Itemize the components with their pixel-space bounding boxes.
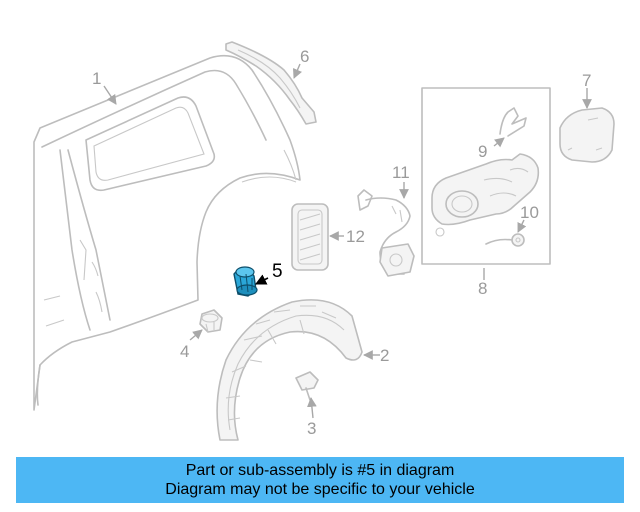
- fuel-filler-housing-part: [421, 87, 551, 265]
- push-clip-part: [199, 309, 223, 333]
- leader-lines: [103, 63, 592, 419]
- callout-10: 10: [520, 203, 539, 222]
- tether-strap-part: [485, 233, 525, 247]
- callout-4: 4: [180, 342, 189, 361]
- banner-line-1: Part or sub-assembly is #5 in diagram: [185, 462, 455, 479]
- banner-line-2: Diagram may not be specific to your vehi…: [165, 481, 475, 498]
- callout-9: 9: [478, 142, 487, 161]
- highlighted-clip-part-5: [233, 266, 258, 297]
- vent-grille-part: [291, 203, 329, 271]
- screw-part: [295, 371, 319, 401]
- callout-12: 12: [346, 227, 365, 246]
- callout-5-highlighted: 5: [272, 261, 283, 282]
- callout-6: 6: [300, 47, 309, 66]
- info-banner: Part or sub-assembly is #5 in diagram Di…: [16, 457, 624, 503]
- roof-trim-strip-part: [225, 41, 317, 125]
- spring-clip-part: [499, 107, 527, 137]
- callout-8: 8: [478, 279, 487, 298]
- callout-1: 1: [92, 69, 101, 88]
- callout-2: 2: [380, 346, 389, 365]
- callout-3: 3: [307, 419, 316, 438]
- callout-11: 11: [392, 163, 410, 182]
- callout-7: 7: [582, 71, 591, 90]
- wheelhouse-liner-part: [216, 299, 363, 441]
- quarter-panel-part: [33, 54, 301, 411]
- fuel-door-part: [559, 107, 615, 163]
- fuel-door-actuator-part: [357, 189, 415, 277]
